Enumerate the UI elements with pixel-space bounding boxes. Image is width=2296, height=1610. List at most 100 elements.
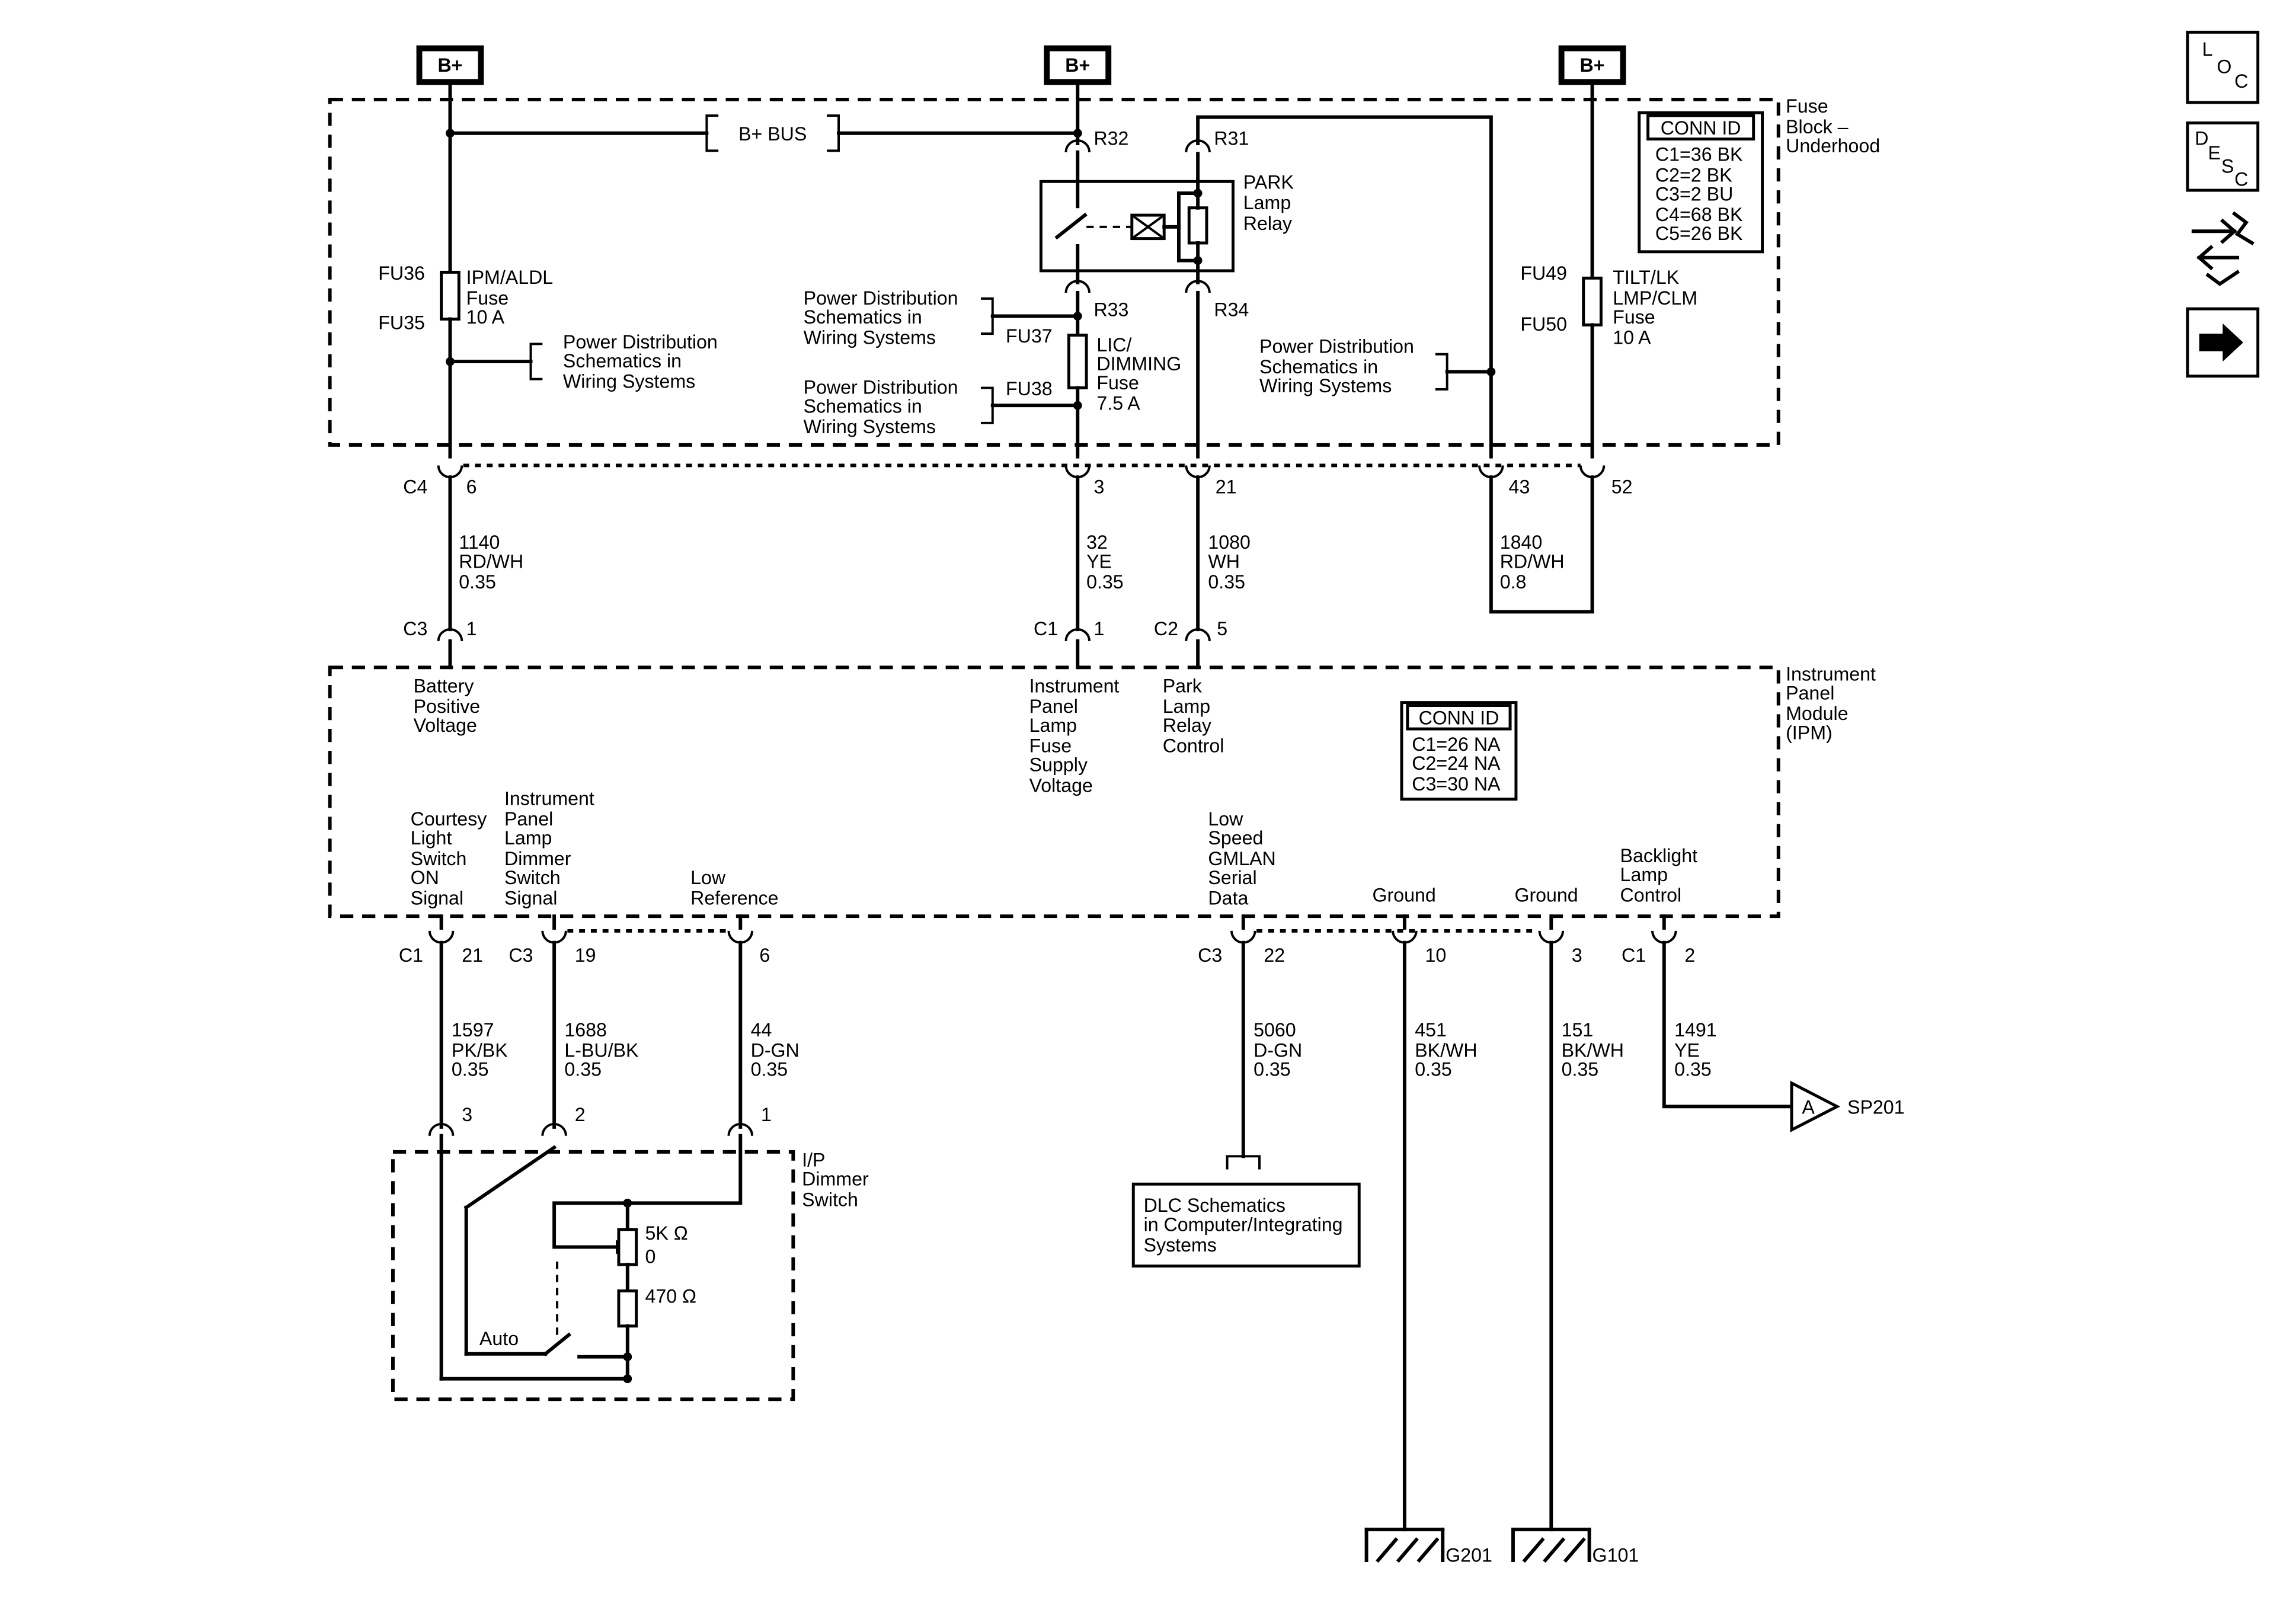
svg-text:DIMMING: DIMMING [1096,353,1181,375]
ipm-conn-id: CONN ID C1=26 NA C2=24 NA C3=30 NA [1400,701,1518,801]
loc-icon[interactable]: L O C [2186,30,2260,104]
svg-text:FU35: FU35 [378,312,425,334]
fuse-ipm-aldl [440,270,461,321]
connector-swap-icon[interactable] [2191,211,2255,286]
svg-text:1840: 1840 [1500,532,1543,553]
svg-text:Panel: Panel [1029,696,1078,717]
svg-text:S: S [2221,155,2234,177]
svg-text:0: 0 [645,1246,655,1267]
svg-text:Data: Data [1208,887,1248,908]
svg-text:0.35: 0.35 [459,571,496,593]
svg-text:Low: Low [1208,808,1243,830]
svg-text:6: 6 [466,476,477,497]
svg-text:WH: WH [1208,550,1240,572]
svg-text:TILT/LK: TILT/LK [1613,267,1680,288]
svg-text:Low: Low [690,867,726,888]
svg-text:Schematics in: Schematics in [804,306,922,328]
svg-text:1597: 1597 [452,1019,494,1041]
svg-text:LMP/CLM: LMP/CLM [1613,287,1697,309]
svg-text:470 Ω: 470 Ω [645,1285,696,1307]
svg-text:44: 44 [751,1019,772,1041]
svg-text:32: 32 [1086,532,1108,553]
svg-text:2: 2 [1684,945,1695,966]
svg-text:0.8: 0.8 [1500,571,1527,593]
svg-text:G201: G201 [1446,1545,1492,1566]
svg-text:C1: C1 [1622,945,1646,966]
svg-text:Switch: Switch [504,867,561,888]
svg-text:Courtesy: Courtesy [411,808,487,830]
ipm-outline [328,665,1780,918]
svg-text:C3: C3 [509,945,533,966]
svg-text:C4=68 BK: C4=68 BK [1655,204,1743,225]
wire-1491: 1491 YE 0.35 [1674,1019,1717,1080]
svg-text:C1=26 NA: C1=26 NA [1412,734,1501,755]
svg-text:D-GN: D-GN [751,1039,800,1061]
svg-text:SP201: SP201 [1847,1097,1905,1118]
svg-text:7.5 A: 7.5 A [1096,393,1140,414]
power-distribution-ref-3: Power Distribution Schematics in Wiring … [804,376,958,437]
svg-text:D-GN: D-GN [1253,1039,1302,1061]
svg-text:C3=30 NA: C3=30 NA [1412,773,1501,795]
svg-text:0.35: 0.35 [1208,571,1245,593]
svg-text:C1: C1 [399,945,423,966]
svg-text:10 A: 10 A [1613,327,1651,348]
svg-text:L-BU/BK: L-BU/BK [564,1039,639,1061]
svg-text:Switch: Switch [802,1189,858,1210]
desc-icon[interactable]: D E S C [2186,121,2260,192]
svg-text:Schematics in: Schematics in [563,350,682,372]
svg-text:0.35: 0.35 [1674,1058,1712,1080]
svg-text:Wiring Systems: Wiring Systems [1259,375,1392,396]
svg-text:1140: 1140 [459,532,500,553]
svg-text:GMLAN: GMLAN [1208,848,1275,869]
svg-text:5: 5 [1217,618,1227,639]
svg-text:Control: Control [1620,885,1682,906]
svg-text:E: E [2208,142,2221,164]
battery-terminal-2: B+ [1044,45,1112,85]
svg-text:IPM/ALDL: IPM/ALDL [466,267,554,288]
svg-text:Lamp: Lamp [1029,715,1077,736]
svg-text:Supply: Supply [1029,754,1088,776]
svg-text:451: 451 [1415,1019,1447,1041]
svg-text:151: 151 [1562,1019,1594,1041]
svg-text:Block –: Block – [1786,116,1849,137]
fuse-block-conn-id: CONN ID C1=36 BK C2=2 BK C3=2 BU C4=68 B… [1638,111,1764,254]
wire-151: 151 BK/WH 0.35 [1562,1019,1624,1080]
svg-text:Instrument: Instrument [504,788,594,809]
svg-text:Fuse: Fuse [1786,95,1828,117]
svg-text:19: 19 [575,945,596,966]
svg-text:Module: Module [1786,703,1848,724]
dlc-schematics-ref[interactable]: DLC Schematics in Computer/Integrating S… [1131,1182,1361,1268]
svg-text:Wiring Systems: Wiring Systems [563,371,695,392]
wire-32: 32 YE 0.35 [1086,532,1124,593]
wire-451: 451 BK/WH 0.35 [1415,1019,1477,1080]
svg-text:1: 1 [1093,618,1104,639]
svg-text:0.35: 0.35 [564,1058,602,1080]
next-arrow-icon[interactable] [2186,307,2260,378]
svg-text:C1: C1 [1034,618,1058,639]
ipm-signal-dimmer: Instrument Panel Lamp Dimmer Switch Sign… [504,788,594,909]
fuse-tilt-lk [1582,276,1603,327]
offpage-connector-sp201: A SP201 [1790,1080,1905,1132]
svg-text:Lamp: Lamp [504,827,552,849]
svg-text:21: 21 [462,945,483,966]
svg-text:Relay: Relay [1243,213,1292,234]
svg-text:YE: YE [1674,1039,1700,1061]
svg-text:Serial: Serial [1208,867,1256,888]
potentiometer-5k [617,1228,638,1266]
svg-text:1688: 1688 [564,1019,607,1041]
svg-text:Backlight: Backlight [1620,845,1698,866]
svg-text:Fuse: Fuse [1613,306,1655,328]
svg-text:Dimmer: Dimmer [802,1169,869,1190]
svg-text:LIC/: LIC/ [1096,334,1131,356]
power-distribution-ref-1: Power Distribution Schematics in Wiring … [563,331,718,392]
ipm-signal-battery: Battery Positive Voltage [414,675,481,736]
svg-text:Systems: Systems [1144,1234,1217,1256]
svg-text:B+: B+ [437,55,462,76]
power-distribution-ref-2: Power Distribution Schematics in Wiring … [804,287,958,348]
ipm-signal-low-reference: Low Reference [690,867,778,909]
svg-text:10 A: 10 A [466,306,505,328]
svg-text:10: 10 [1425,945,1447,966]
ipm-signal-courtesy: Courtesy Light Switch ON Signal [411,808,487,908]
svg-text:22: 22 [1264,945,1285,966]
